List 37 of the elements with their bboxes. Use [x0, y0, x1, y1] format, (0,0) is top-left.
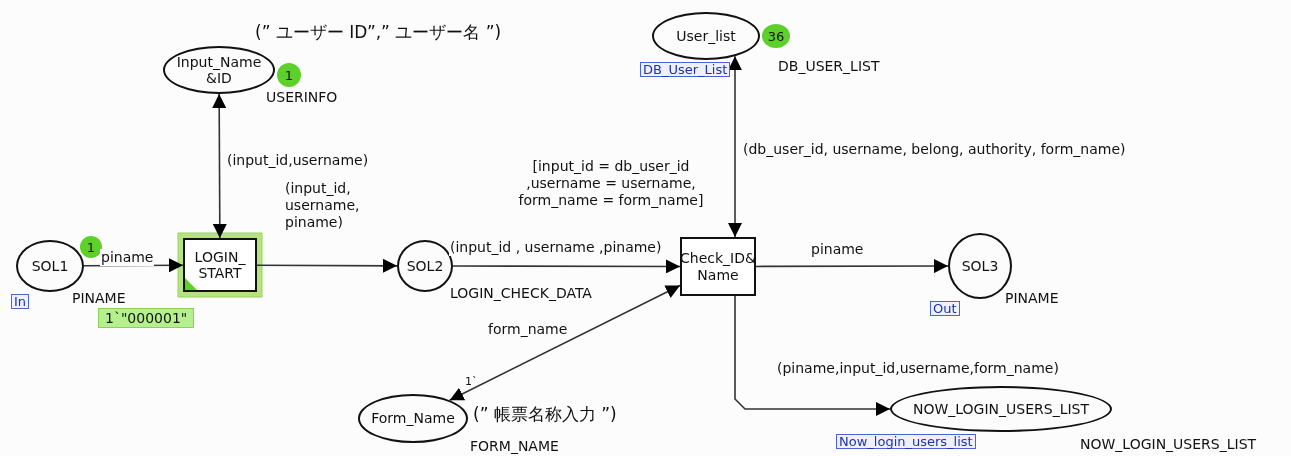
arc-arrow [212, 93, 227, 239]
token-count: 1 [277, 63, 301, 87]
initial-marking: (” ユーザー ID”,” ユーザー名 ”) [255, 22, 502, 43]
guard-text: [input_id = db_user_id ,username = username, form_name = form_name] [517, 158, 705, 209]
arc-arrow [448, 284, 681, 402]
arc-arrow [755, 259, 949, 274]
edge-label: (piname,input_id,username,form_name) [776, 360, 1060, 377]
token-count: 36 [762, 24, 790, 48]
fusion-tag: DB_User_List [640, 62, 731, 77]
arc-arrow [734, 295, 891, 416]
type-label: LOGIN_CHECK_DATA [450, 285, 592, 302]
arc-arrow [256, 258, 398, 273]
place-ellipse: SOL1 [16, 240, 84, 292]
transition-box: LOGIN_ START [183, 238, 257, 292]
edge-label: form_name [487, 321, 569, 338]
token-count: 1 [80, 236, 102, 258]
marking-box: 1`"000001" [98, 308, 195, 328]
port-tag: In [11, 294, 30, 309]
type-label: FORM_NAME [470, 438, 559, 455]
place-ellipse: NOW_LOGIN_USERS_LIST [890, 386, 1112, 432]
port-tag: Out [930, 301, 960, 316]
initial-marking: (” 帳票名称入力 ”) [473, 404, 617, 425]
edge-label: (input_id,username) [226, 152, 370, 169]
edge-label: (input_id, username, piname) [284, 180, 361, 231]
edge-label: piname [810, 241, 865, 258]
type-label: DB_USER_LIST [778, 58, 880, 75]
type-label: PINAME [72, 290, 126, 307]
edge-label: piname [100, 249, 155, 266]
place-ellipse: User_list [652, 12, 760, 60]
arc-arrow [452, 259, 681, 274]
multiplicity-text: 1` [465, 375, 478, 389]
type-label: NOW_LOGIN_USERS_LIST [1080, 436, 1257, 453]
edge-label: (input_id , username ,piname) [449, 239, 663, 256]
edge-label: (db_user_id, username, belong, authority, form_name) [742, 141, 1127, 158]
transition-box: Check_ID& Name [680, 237, 756, 296]
place-ellipse: Form_Name [358, 394, 468, 443]
fusion-tag: Now_login_users_list [836, 434, 976, 449]
